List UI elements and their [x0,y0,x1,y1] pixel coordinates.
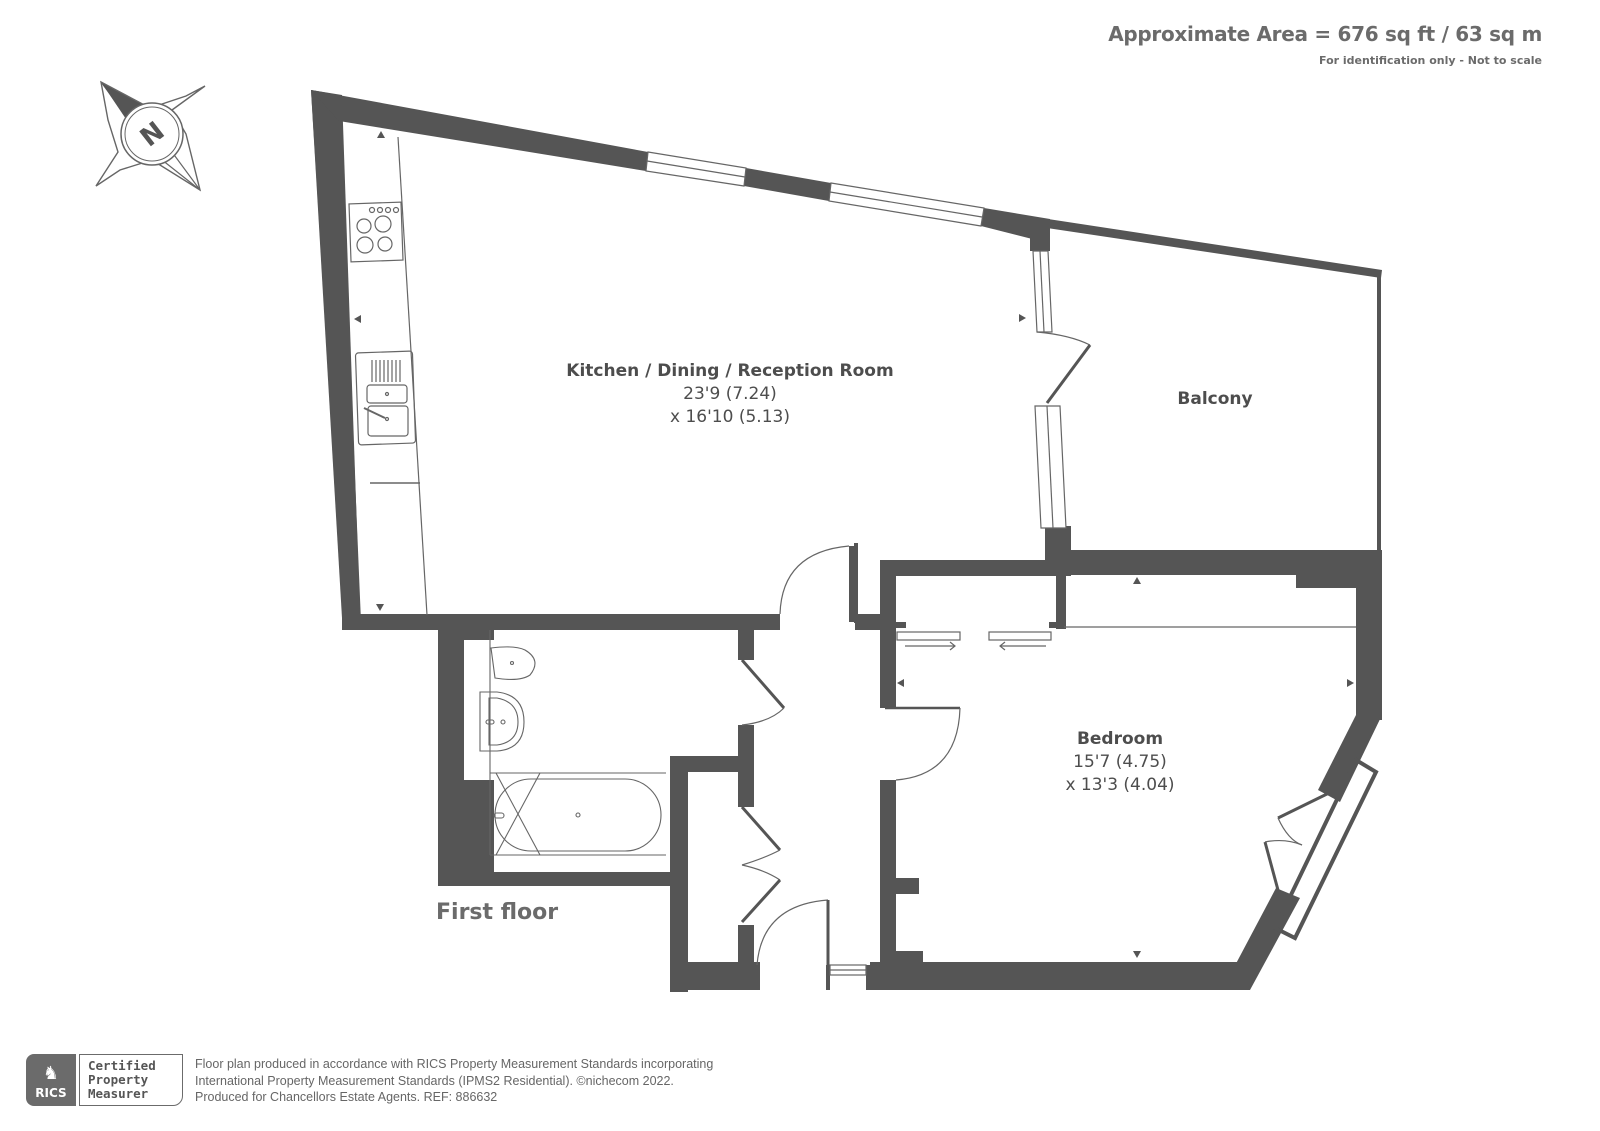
room-kitchen-dining-reception: Kitchen / Dining / Reception Room 23'9 (… [560,360,900,429]
rics-label: RICS [35,1086,67,1100]
room-dimension-length: 23'9 (7.24) [683,384,777,404]
cert-line: Measurer [88,1086,149,1101]
room-dimension-width: x 16'10 (5.13) [670,407,790,427]
footer-notes: Floor plan produced in accordance with R… [195,1054,713,1106]
room-dimension-length: 15'7 (4.75) [1073,752,1167,772]
room-name: Balcony [1177,389,1253,409]
certified-property-measurer-badge: Certified Property Measurer [79,1054,183,1106]
scale-disclaimer: For identification only - Not to scale [1319,54,1542,67]
bathtub-icon [489,772,666,856]
compass-rose-icon: N [95,80,206,192]
bathroom-fixtures [479,630,666,856]
footer-line: Produced for Chancellors Estate Agents. … [195,1090,498,1104]
rics-logo: ♞ RICS [26,1054,76,1106]
toilet-icon [490,646,536,681]
windows [645,151,1379,976]
floor-label: First floor [436,900,559,925]
room-bedroom: Bedroom 15'7 (4.75) x 13'3 (4.04) [1040,728,1200,797]
measurement-markers [354,131,1354,958]
room-dimension-width: x 13'3 (4.04) [1065,775,1175,795]
cert-line: Certified [88,1058,156,1073]
footer-line: International Property Measurement Stand… [195,1073,674,1088]
cert-line: Property [88,1072,149,1087]
hob-icon [348,201,404,263]
kitchen-units [348,136,428,616]
footer-line: Floor plan produced in accordance with R… [195,1057,714,1071]
room-name: Bedroom [1076,729,1164,749]
footer: ♞ RICS Certified Property Measurer Floor… [26,1054,713,1106]
doors [740,331,1330,966]
walls [311,90,1382,992]
approximate-area-title: Approximate Area = 676 sq ft / 63 sq m [1108,22,1542,46]
basin-icon [479,691,525,752]
room-balcony: Balcony [1150,388,1280,411]
wardrobe [896,576,1356,651]
sink-icon [354,350,417,446]
rics-lion-icon: ♞ [42,1063,60,1083]
room-name: Kitchen / Dining / Reception Room [566,361,894,381]
